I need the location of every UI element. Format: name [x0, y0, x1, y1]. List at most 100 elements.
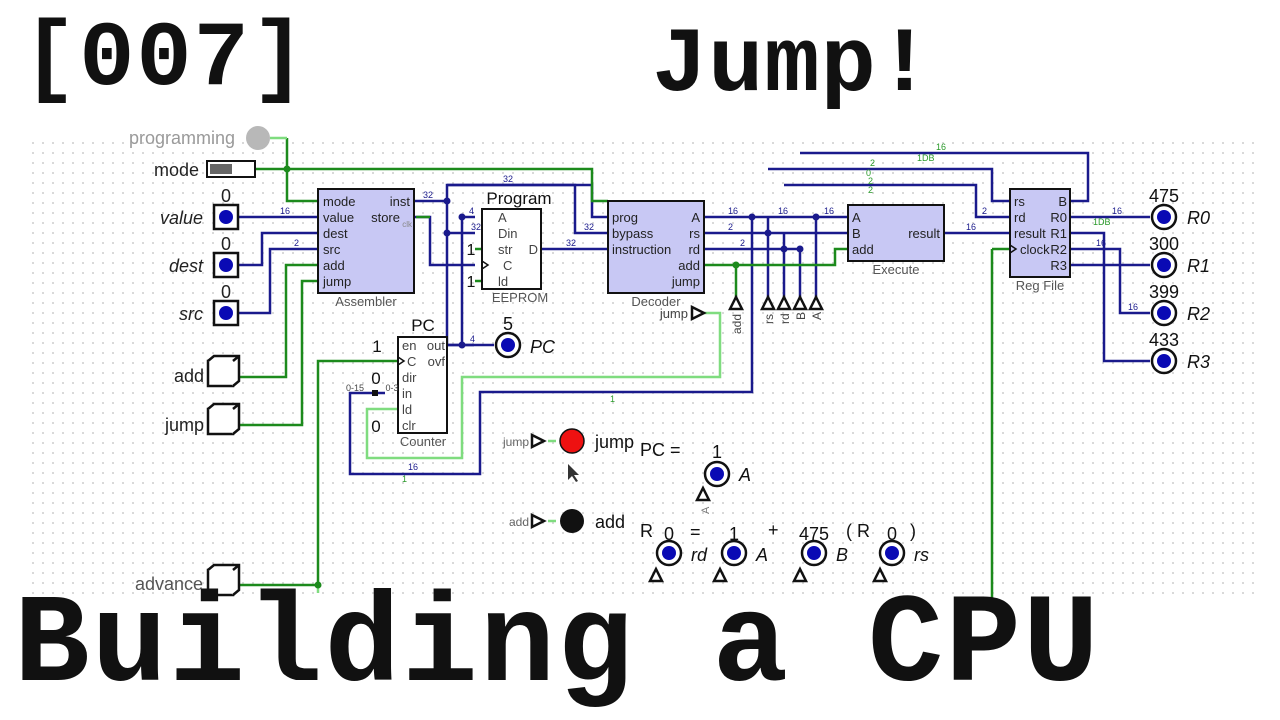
reg-eq-a-label: A [755, 545, 768, 565]
add-status-tunnel-label: add [509, 515, 529, 529]
pc-out-ovf: ovf [428, 354, 446, 369]
add-led [560, 509, 584, 533]
bus-width: 2 [728, 222, 733, 232]
r3-output-label: R3 [1187, 352, 1210, 372]
reg-eq-b-label: B [836, 545, 848, 565]
reg-eq-rs-tunnel [871, 566, 889, 583]
src-input-pin[interactable] [212, 299, 240, 327]
eeprom-port-str: str [498, 242, 513, 257]
assembler-port-dest: dest [323, 226, 348, 241]
eeprom-component[interactable] [481, 208, 542, 290]
bus-width: 16 [824, 206, 834, 216]
pc-output-value: 5 [503, 314, 513, 334]
mode-switch-handle [210, 164, 232, 174]
value-input-pin[interactable] [212, 203, 240, 231]
r0-output-label: R0 [1187, 208, 1210, 228]
regfile-port-rs: rs [1014, 194, 1025, 209]
regfile-component[interactable] [1009, 188, 1071, 278]
decoder-out-rd: rd [688, 242, 700, 257]
pc-counter-component[interactable] [397, 336, 448, 434]
pc-equation-label: PC = [640, 440, 681, 460]
assembler-port-src: src [323, 242, 341, 257]
execute-component[interactable] [847, 204, 945, 262]
reg-eq-b-value: 475 [799, 524, 829, 544]
wire-annotation: 2 [870, 158, 875, 168]
pc-port-in: in [402, 386, 412, 401]
reg-eq-b-probe [800, 539, 828, 567]
pc-output-probe [494, 331, 522, 359]
bus-width: 32 [423, 190, 433, 200]
reg-eq-a-tunnel [711, 566, 729, 583]
reg-eq-rs-value: 0 [887, 524, 897, 544]
pc-en-const: 1 [372, 337, 381, 356]
regfile-port-clock: clock [1020, 242, 1050, 257]
tunnel-rd [775, 294, 793, 311]
eeprom-port-a: A [498, 210, 507, 225]
value-input-value: 0 [221, 186, 231, 206]
reg-eq-rd-value: 0 [664, 524, 674, 544]
wire-annotation: 2 [868, 185, 873, 195]
bus-width: 2 [982, 206, 987, 216]
pc-title: PC [411, 316, 435, 335]
bus-width: 2 [294, 238, 299, 248]
reg-eq-rd-probe [655, 539, 683, 567]
assembler-port-mode: mode [323, 194, 356, 209]
tunnel-a [807, 294, 825, 311]
execute-port-add: add [852, 242, 874, 257]
advance-label: advance [135, 574, 203, 594]
reg-eq-paren-open: ( R [846, 521, 870, 541]
mode-label: mode [154, 160, 199, 180]
decoder-port-bypass: bypass [612, 226, 654, 241]
wire-annotation: 16 [936, 142, 946, 152]
r3-output-probe [1150, 347, 1178, 375]
jump-label: jump [164, 415, 204, 435]
eeprom-port-c: C [503, 258, 512, 273]
dest-label: dest [169, 256, 204, 276]
bus-width: 32 [503, 174, 513, 184]
src-input-value: 0 [221, 282, 231, 302]
dest-input-pin[interactable] [212, 251, 240, 279]
pc-probe-label: A [738, 465, 751, 485]
programming-led [246, 126, 270, 150]
reg-eq-rd-label: rd [691, 545, 708, 565]
pc-port-en: en [402, 338, 416, 353]
pc-clr-const: 0 [371, 417, 380, 436]
advance-button[interactable] [206, 563, 241, 597]
reg-eq-a-value: 1 [729, 524, 739, 544]
assembler-port-add: add [323, 258, 345, 273]
pc-equation-probe [703, 460, 731, 488]
decoder-port-instruction: instruction [612, 242, 671, 257]
r1-output-label: R1 [1187, 256, 1210, 276]
bus-width: 16 [778, 206, 788, 216]
assembler-port-value: value [323, 210, 354, 225]
bus-width: 32 [584, 222, 594, 232]
program-title: Program [486, 189, 551, 208]
reg-eq-rs-probe [878, 539, 906, 567]
pc-split-range-2: 0-3 [385, 383, 398, 393]
programming-label: programming [129, 128, 235, 148]
tunnel-jump [690, 304, 707, 322]
assembler-component[interactable] [317, 188, 415, 294]
episode-title: Jump! [652, 13, 934, 118]
jump-button[interactable] [206, 402, 241, 436]
eeprom-port-din: Din [498, 226, 518, 241]
tunnel-a-label: A [810, 312, 824, 320]
bus-width: 16 [1112, 206, 1122, 216]
low-wires [270, 136, 722, 593]
r2-output-label: R2 [1187, 304, 1210, 324]
decoder-out-rs: rs [689, 226, 700, 241]
decoder-component[interactable] [607, 200, 705, 294]
regfile-name: Reg File [1016, 278, 1064, 293]
reg-eq-prefix: R [640, 521, 653, 541]
r0-output-probe [1150, 203, 1178, 231]
assembler-out-clk: clk [402, 220, 413, 229]
tunnel-add-label: add [730, 314, 744, 334]
jump-status-label: jump [594, 432, 634, 452]
regfile-port-result: result [1014, 226, 1046, 241]
add-button[interactable] [206, 354, 241, 388]
regfile-out-r0: R0 [1050, 210, 1067, 225]
decoder-port-prog: prog [612, 210, 638, 225]
src-label: src [179, 304, 203, 324]
tunnel-jump-label: jump [659, 306, 688, 321]
